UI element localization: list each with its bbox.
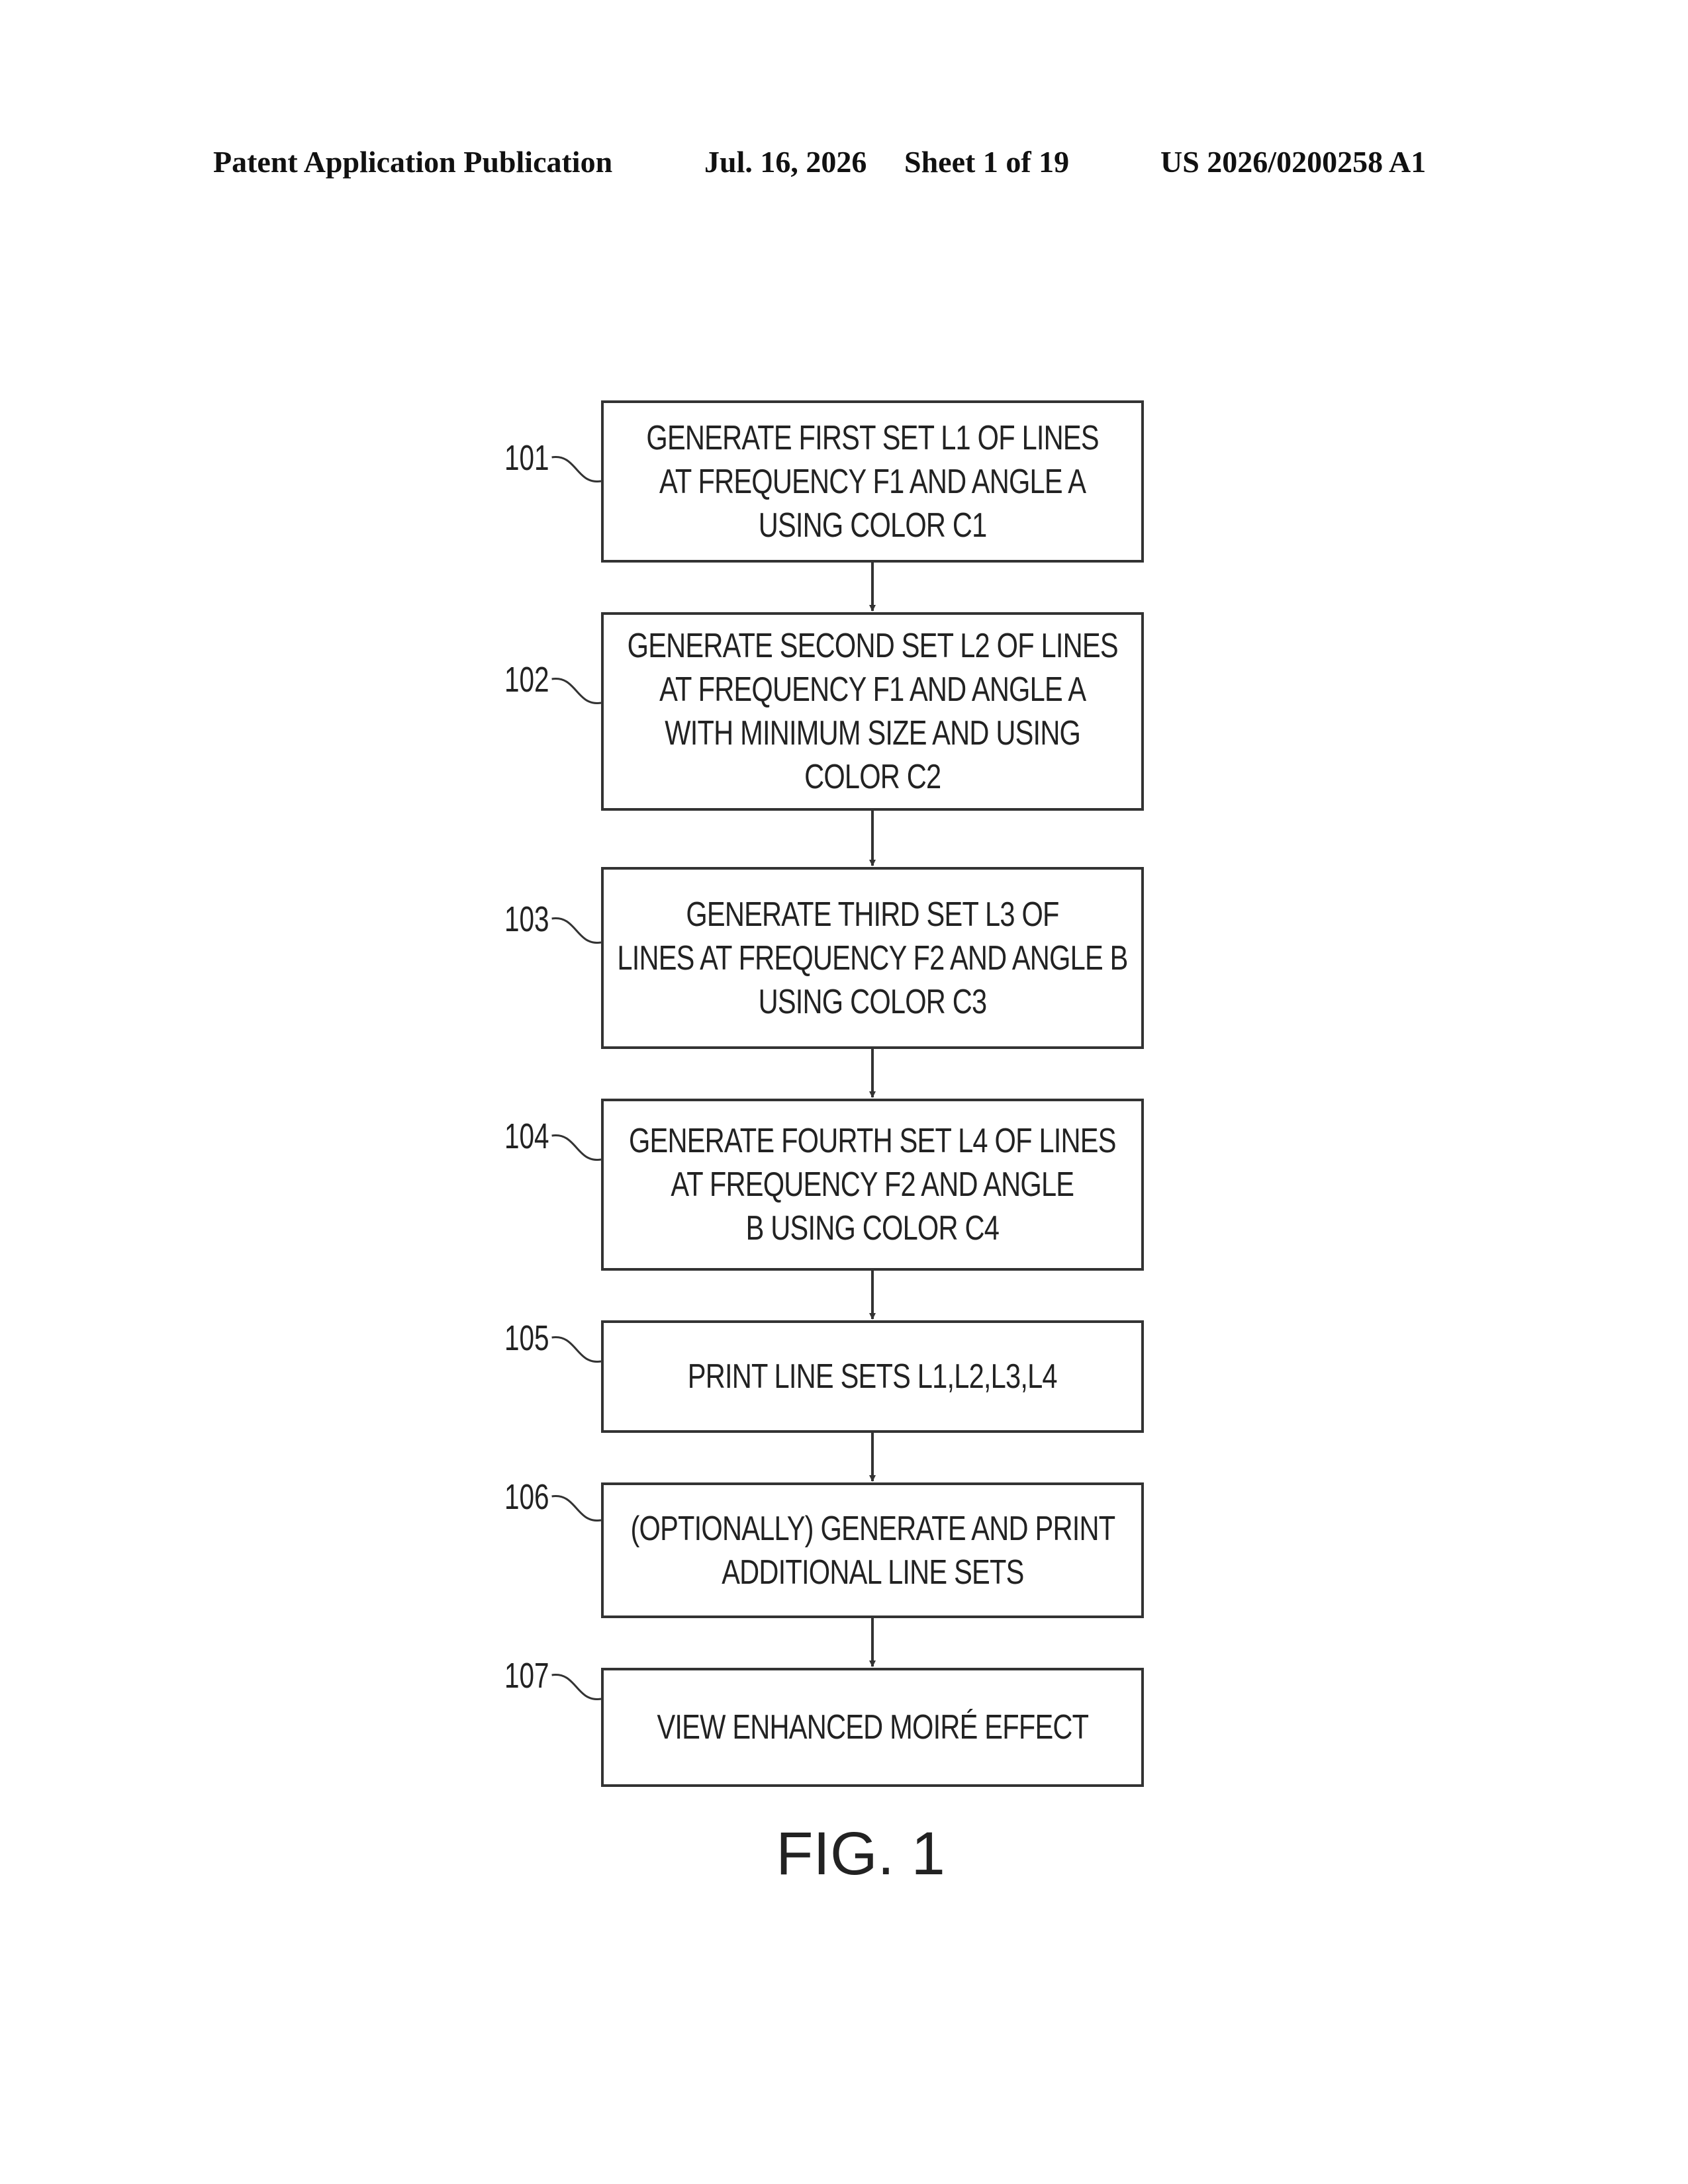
leader-lines xyxy=(552,457,601,1699)
step-box-106: (OPTIONALLY) GENERATE AND PRINT ADDITION… xyxy=(601,1482,1144,1618)
ref-numeral-105: 105 xyxy=(504,1320,549,1356)
step-line: B USING COLOR C4 xyxy=(629,1206,1116,1250)
step-line: GENERATE FOURTH SET L4 OF LINES xyxy=(629,1119,1116,1163)
step-line: AT FREQUENCY F2 AND ANGLE xyxy=(629,1163,1116,1206)
ref-numeral-106: 106 xyxy=(504,1479,549,1515)
leader-line xyxy=(552,1337,601,1361)
step-line: USING COLOR C1 xyxy=(646,504,1098,547)
step-line: GENERATE THIRD SET L3 OF xyxy=(617,893,1127,936)
step-line: VIEW ENHANCED MOIRÉ EFFECT xyxy=(657,1706,1088,1749)
ref-numeral-102: 102 xyxy=(504,662,549,698)
step-line: COLOR C2 xyxy=(627,755,1117,799)
step-text-106: (OPTIONALLY) GENERATE AND PRINT ADDITION… xyxy=(630,1507,1115,1594)
step-text-105: PRINT LINE SETS L1,L2,L3,L4 xyxy=(688,1355,1057,1398)
figure-label: FIG. 1 xyxy=(728,1823,993,1884)
leader-line xyxy=(552,457,601,481)
step-line: WITH MINIMUM SIZE AND USING xyxy=(627,711,1117,755)
step-box-103: GENERATE THIRD SET L3 OF LINES AT FREQUE… xyxy=(601,867,1144,1049)
leader-line xyxy=(552,1674,601,1699)
step-line: PRINT LINE SETS L1,L2,L3,L4 xyxy=(688,1355,1057,1398)
ref-numeral-104: 104 xyxy=(504,1118,549,1154)
ref-numeral-107: 107 xyxy=(504,1658,549,1694)
step-box-102: GENERATE SECOND SET L2 OF LINES AT FREQU… xyxy=(601,612,1144,811)
ref-numeral-101: 101 xyxy=(504,440,549,476)
step-line: LINES AT FREQUENCY F2 AND ANGLE B xyxy=(617,936,1127,980)
ref-numeral-103: 103 xyxy=(504,901,549,937)
leader-line xyxy=(552,1135,601,1160)
leader-line xyxy=(552,678,601,703)
step-text-103: GENERATE THIRD SET L3 OF LINES AT FREQUE… xyxy=(617,893,1127,1024)
step-text-101: GENERATE FIRST SET L1 OF LINES AT FREQUE… xyxy=(646,416,1098,547)
leader-line xyxy=(552,918,601,942)
step-text-107: VIEW ENHANCED MOIRÉ EFFECT xyxy=(657,1706,1088,1749)
step-box-104: GENERATE FOURTH SET L4 OF LINES AT FREQU… xyxy=(601,1099,1144,1271)
step-line: GENERATE FIRST SET L1 OF LINES xyxy=(646,416,1098,460)
step-line: AT FREQUENCY F1 AND ANGLE A xyxy=(646,460,1098,504)
step-text-102: GENERATE SECOND SET L2 OF LINES AT FREQU… xyxy=(627,624,1117,799)
step-line: GENERATE SECOND SET L2 OF LINES xyxy=(627,624,1117,668)
step-box-107: VIEW ENHANCED MOIRÉ EFFECT xyxy=(601,1668,1144,1787)
step-line: ADDITIONAL LINE SETS xyxy=(630,1551,1115,1594)
step-line: USING COLOR C3 xyxy=(617,980,1127,1024)
step-text-104: GENERATE FOURTH SET L4 OF LINES AT FREQU… xyxy=(629,1119,1116,1250)
step-box-101: GENERATE FIRST SET L1 OF LINES AT FREQUE… xyxy=(601,400,1144,563)
step-box-105: PRINT LINE SETS L1,L2,L3,L4 xyxy=(601,1320,1144,1433)
leader-line xyxy=(552,1496,601,1520)
step-line: AT FREQUENCY F1 AND ANGLE A xyxy=(627,668,1117,711)
step-line: (OPTIONALLY) GENERATE AND PRINT xyxy=(630,1507,1115,1551)
